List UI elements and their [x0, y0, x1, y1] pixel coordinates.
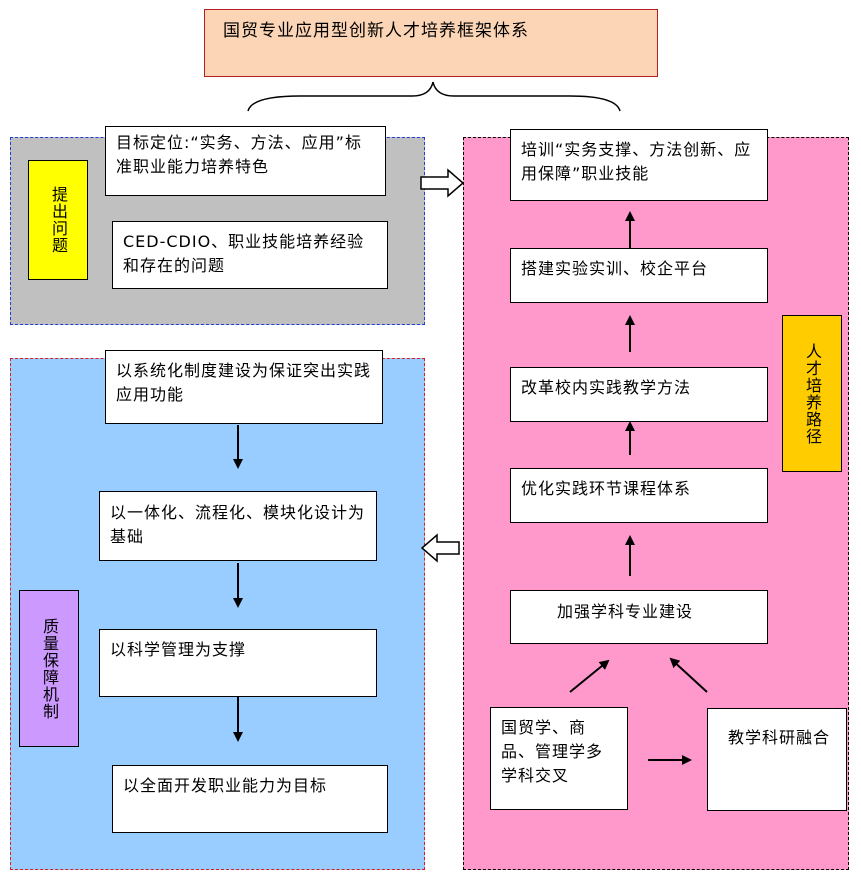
quality-box-management: 以科学管理为支撑	[99, 629, 377, 697]
problem-label: 提出问题	[28, 160, 88, 280]
path-box-research: 教学科研融合	[707, 708, 847, 811]
path-box-discipline: 加强学科专业建设	[510, 590, 768, 644]
path-box-teaching-method: 改革校内实践教学方法	[510, 367, 768, 422]
arrow-diag-left	[569, 659, 610, 693]
path-box-interdisciplinary: 国贸学、商品、管理学多学科交叉	[490, 707, 628, 810]
path-box-curriculum: 优化实践环节课程体系	[510, 468, 768, 523]
hollow-arrow-right	[420, 168, 465, 198]
title-brace	[247, 81, 621, 112]
problem-box-goal: 目标定位:“实务、方法、应用”标准职业能力培养特色	[105, 126, 386, 196]
path-box-training: 培训“实务支撑、方法创新、应用保障”职业技能	[510, 129, 768, 201]
arrow-diag-right	[669, 657, 708, 693]
quality-box-integration: 以一体化、流程化、模块化设计为基础	[99, 491, 377, 561]
hollow-arrow-left	[420, 533, 460, 563]
quality-label: 质量保障机制	[19, 590, 79, 747]
path-label: 人才培养路径	[782, 315, 842, 472]
quality-box-system: 以系统化制度建设为保证突出实践应用功能	[105, 350, 383, 424]
diagram-title: 国贸专业应用型创新人才培养框架体系	[204, 9, 658, 77]
problem-box-experience: CED-CDIO、职业技能培养经验和存在的问题	[112, 221, 388, 289]
quality-box-ability: 以全面开发职业能力为目标	[112, 765, 388, 833]
path-box-platform: 搭建实验实训、校企平台	[510, 248, 768, 303]
